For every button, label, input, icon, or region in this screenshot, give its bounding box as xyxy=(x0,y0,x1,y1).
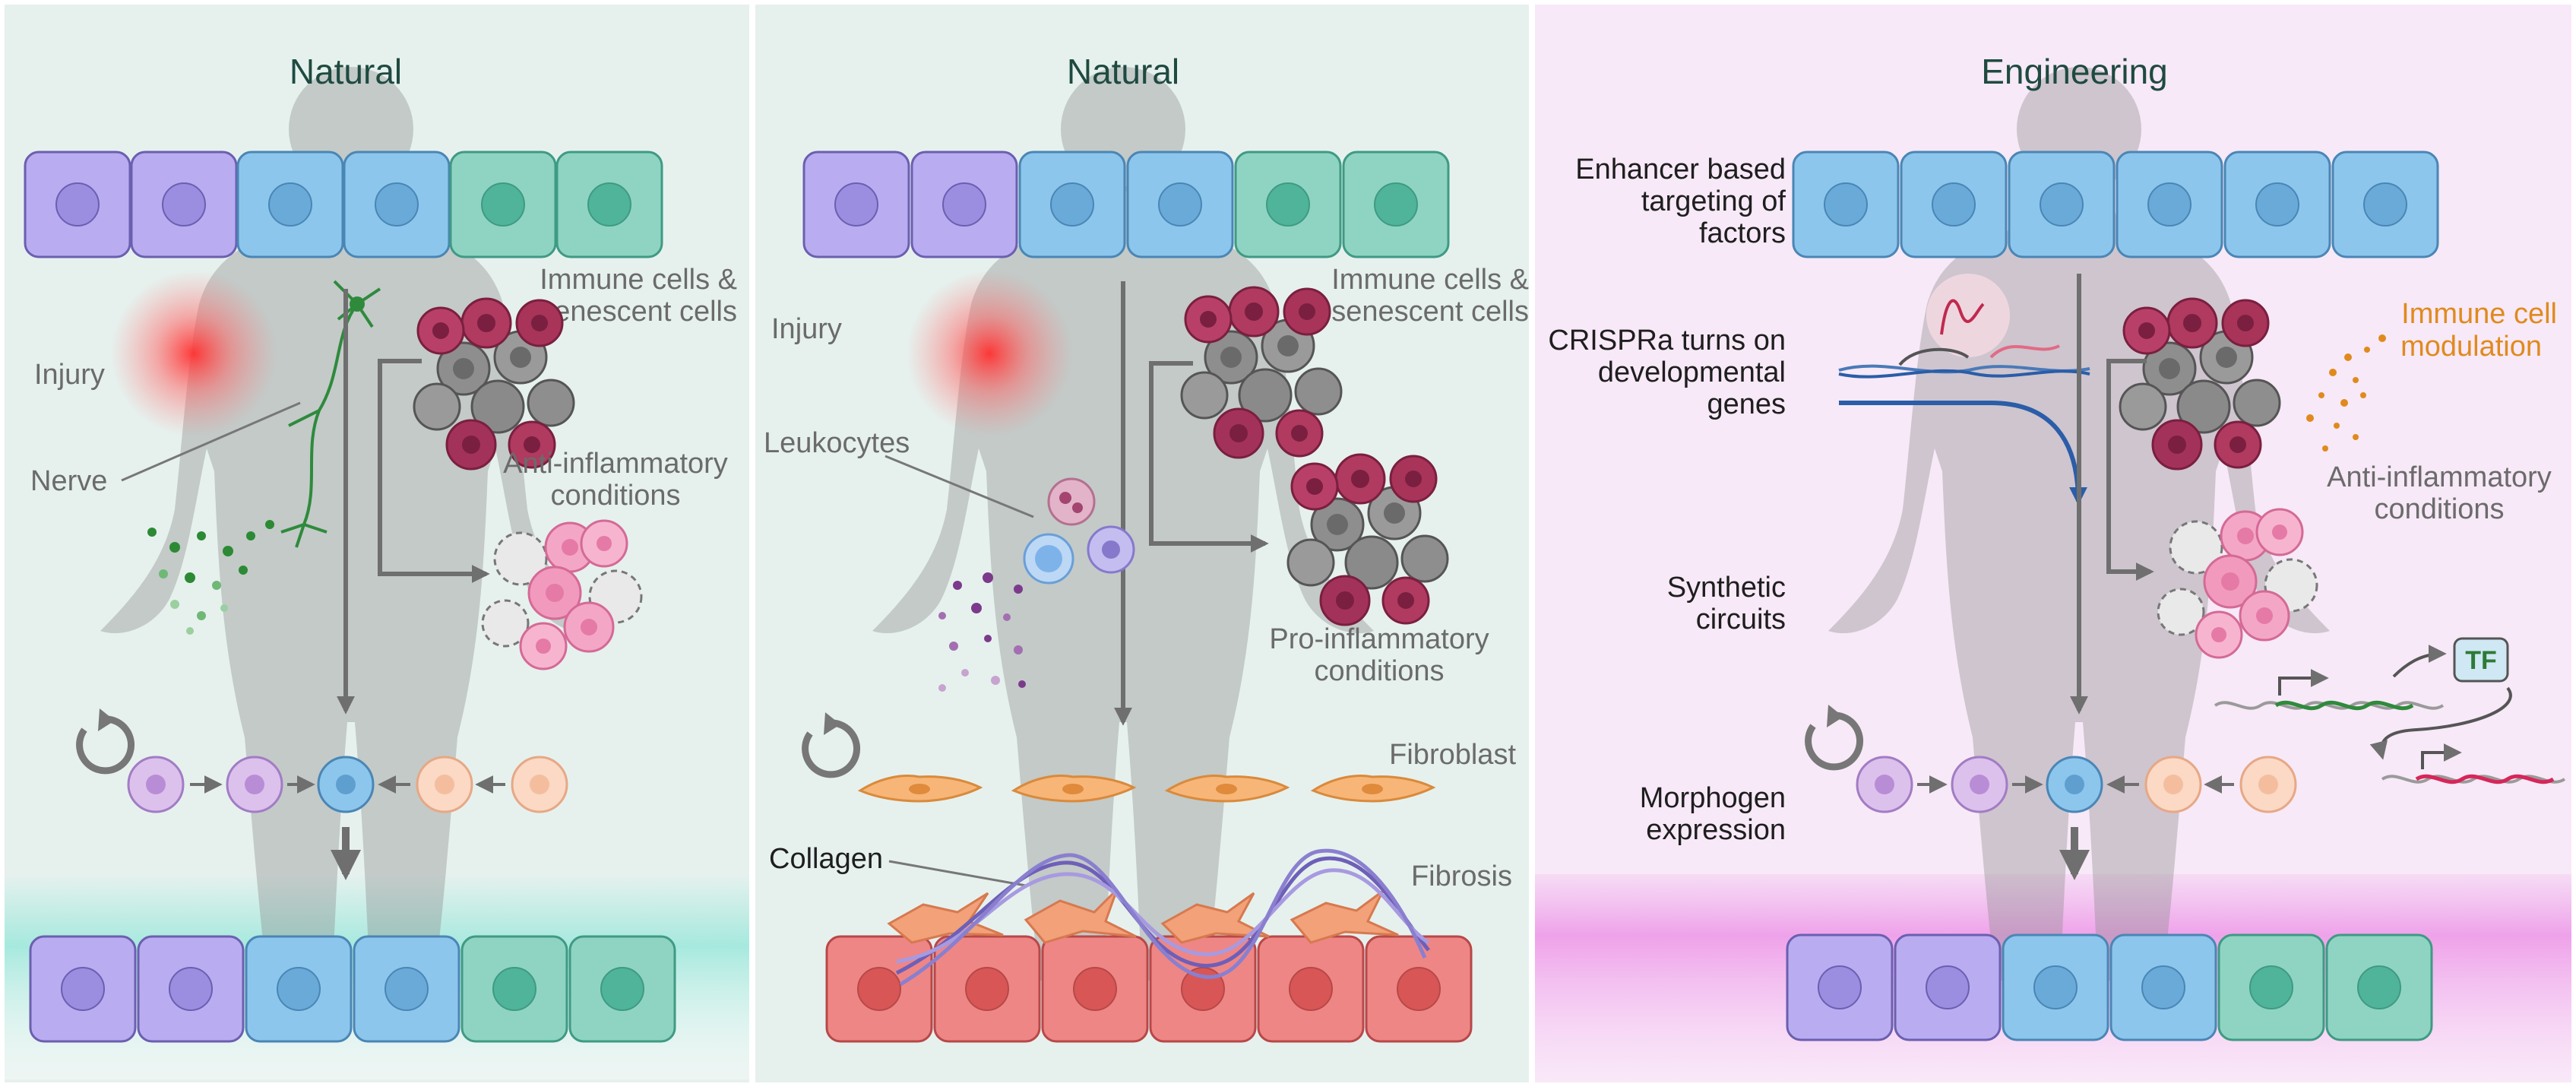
synthetic-circuit xyxy=(2214,637,2566,784)
green-signal-dots xyxy=(147,520,274,635)
orange-modulation-dots xyxy=(2306,334,2386,452)
nerve-label: Nerve xyxy=(30,465,107,497)
morphogen-label-line1: Morphogen xyxy=(1640,782,1786,814)
immune-label-1-line1: Immune cells & xyxy=(540,264,737,296)
fibrosis-label: Fibrosis xyxy=(1411,860,1512,892)
purple-signal-dots xyxy=(938,572,1026,692)
injury-glow-2 xyxy=(906,270,1073,437)
stem-cell-row-1 xyxy=(127,756,568,813)
panel-3-title: Engineering xyxy=(1981,52,2168,91)
enhancer-label-line2: targeting of xyxy=(1641,185,1786,217)
anti-inflammatory-label-1-line1: Anti-inflammatory xyxy=(503,448,728,480)
panel-1-title: Natural xyxy=(290,52,402,91)
immune-label-2-line1: Immune cells & xyxy=(1331,264,1529,296)
nerve xyxy=(280,280,381,548)
tf-label: TF xyxy=(2465,646,2497,675)
immune-label-2-line2: senescent cells xyxy=(1331,296,1529,328)
injury-glow-1 xyxy=(110,270,277,437)
crispra-label-line3: genes xyxy=(1707,388,1786,420)
pro-inflammatory-label-line2: conditions xyxy=(1314,655,1444,687)
nerve-cell-body xyxy=(350,296,365,312)
immune-modulation-label-line2: modulation xyxy=(2400,331,2542,363)
immune-modulation-label-line1: Immune cell xyxy=(2401,298,2557,330)
leukocytes xyxy=(1023,477,1135,585)
panel-1-epithelium-top xyxy=(24,151,663,258)
injury-label-1: Injury xyxy=(34,359,105,391)
crispra-complex xyxy=(1838,274,2090,379)
fibroblast-label: Fibroblast xyxy=(1389,739,1516,771)
synthetic-label-line2: circuits xyxy=(1696,604,1786,635)
leukocytes-label: Leukocytes xyxy=(764,427,910,459)
crispra-label-line2: developmental xyxy=(1598,357,1786,388)
leukocytes-pointer xyxy=(885,455,1034,518)
anti-inflammatory-label-1-line2: conditions xyxy=(550,480,680,512)
stem-cell-row-3 xyxy=(1856,756,2297,813)
crispra-label-line1: CRISPRa turns on xyxy=(1548,325,1786,357)
activated-fibroblasts xyxy=(887,888,1399,944)
collagen-fibers xyxy=(895,848,1430,987)
enhancer-label-line3: factors xyxy=(1699,217,1786,249)
panel-2-bracket-arrow xyxy=(1149,361,1269,553)
pro-inflammatory-label-line1: Pro-inflammatory xyxy=(1269,623,1489,655)
anti-inflammatory-label-3-line1: Anti-inflammatory xyxy=(2327,461,2552,493)
anti-inflammatory-label-3-line2: conditions xyxy=(2374,493,2504,525)
panel-3-bracket-arrow xyxy=(2106,359,2154,581)
synthetic-label-line1: Synthetic xyxy=(1667,572,1786,604)
collagen-label: Collagen xyxy=(769,843,883,875)
morphogen-label-line2: expression xyxy=(1646,814,1786,846)
panel-2-title: Natural xyxy=(1067,52,1179,91)
collagen-pointer xyxy=(888,860,1027,887)
enhancer-label-line1: Enhancer based xyxy=(1575,154,1786,185)
nerve-pointer xyxy=(121,401,301,482)
injury-label-2: Injury xyxy=(771,313,842,345)
panel-1-bracket-arrow xyxy=(378,359,490,583)
immune-label-1-line2: senescent cells xyxy=(540,296,737,328)
